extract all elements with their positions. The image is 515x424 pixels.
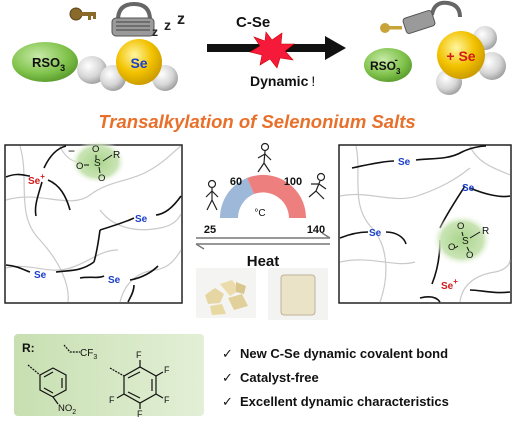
rso3-sphere-right <box>364 48 412 82</box>
zzz-3: z <box>177 11 185 28</box>
zzz-2: z <box>164 17 171 33</box>
svg-text:S: S <box>94 158 101 169</box>
rso3-sphere-left <box>12 42 78 82</box>
checklist-item: New C-Se dynamic covalent bond <box>240 346 448 361</box>
pressed-film-photo <box>268 268 328 320</box>
methyl-sphere <box>478 52 506 80</box>
svg-text:O: O <box>98 173 105 184</box>
se-atom-right: Se <box>462 183 475 194</box>
svg-text:R: R <box>113 150 120 161</box>
svg-text:O: O <box>92 144 99 155</box>
fluorine-label: F <box>136 350 142 360</box>
se-label-top: Se <box>130 55 147 71</box>
sulfonate-glow <box>432 214 492 266</box>
feature-checklist: ✓ New C-Se dynamic covalent bond ✓ Catal… <box>222 346 449 409</box>
zzz-1: z <box>152 25 158 39</box>
top-scheme: RSO3 Se z z z C-Se Dynamic! <box>12 0 506 95</box>
svg-text:O: O <box>448 242 455 253</box>
gauge-tick-60: 60 <box>230 176 242 188</box>
check-icon: ✓ <box>222 370 233 385</box>
gauge-tick-140: 140 <box>307 224 325 236</box>
hydrogen-sphere <box>77 56 107 84</box>
sulfonate-group-left: S O O O R − <box>68 144 120 184</box>
se-cation-right: Se+ <box>441 277 458 292</box>
svg-text:O: O <box>466 250 473 261</box>
key-icon-right <box>380 23 402 33</box>
right-network-panel: S O O O R Se Se Se Se+ <box>338 144 512 304</box>
svg-text:O: O <box>457 221 464 232</box>
se-atom-right: Se <box>369 228 382 239</box>
svg-text:−: − <box>68 144 75 158</box>
open-padlock-icon <box>402 0 462 34</box>
sulfonate-group-right: S O O O R <box>448 221 489 261</box>
se-atom-left: Se <box>34 270 47 281</box>
temperature-gauge: °C 25 60 100 140 Heat <box>195 142 331 270</box>
checklist-item: Catalyst-free <box>240 370 319 385</box>
svg-text:O: O <box>76 161 83 172</box>
equilibrium-arrows <box>195 232 331 250</box>
nitrophenyl-structure <box>27 364 67 405</box>
svg-text:R: R <box>482 226 489 237</box>
gauge-tick-100: 100 <box>284 176 302 188</box>
se-atom-right: Se <box>398 157 411 168</box>
gauge-hot-segment <box>247 174 307 218</box>
padlock-icon <box>111 1 155 37</box>
selenium-sphere-cation <box>437 31 485 79</box>
person-running-icon <box>308 172 327 200</box>
arrow-label-cse: C-Se <box>236 14 270 31</box>
person-standing-icon <box>205 179 219 211</box>
gauge-unit: °C <box>254 208 265 219</box>
fluorine-label: F <box>137 409 143 419</box>
fluorine-label: F <box>164 365 170 375</box>
flakes-sample-photo <box>196 268 256 318</box>
r-group-legend: R: CF3 NO2 F F F F F <box>14 334 204 419</box>
se-atom-left: Se <box>135 214 148 225</box>
explosion-icon <box>249 31 295 69</box>
person-walking-icon <box>257 142 272 173</box>
r-label: R: <box>22 341 35 355</box>
left-network-panel: S O O O R − Se+ Se Se Se <box>4 140 183 304</box>
se-atom-left: Se <box>108 275 121 286</box>
check-icon: ✓ <box>222 346 233 361</box>
se-cation-left: Se+ <box>28 172 45 187</box>
se-plus-label-top: + Se <box>446 48 475 64</box>
pentafluorophenyl-structure <box>109 360 164 409</box>
no2-label: NO2 <box>58 403 76 416</box>
checklist-item: Excellent dynamic characteristics <box>240 394 449 409</box>
rso3-label-left: RSO3 <box>32 55 65 73</box>
gauge-cool-segment <box>219 178 254 218</box>
dynamic-label: Dynamic! <box>250 73 315 89</box>
rso3-label-right: RSO3- <box>370 55 401 76</box>
fluorine-label: F <box>109 395 115 405</box>
cf3-label: CF3 <box>80 348 97 361</box>
figure-title: Transalkylation of Selenonium Salts <box>98 111 415 132</box>
selenium-sphere <box>116 39 162 85</box>
gauge-tick-25: 25 <box>204 224 216 236</box>
check-icon: ✓ <box>222 394 233 409</box>
fluorine-label: F <box>164 395 170 405</box>
key-icon <box>69 7 96 21</box>
svg-text:S: S <box>462 236 469 247</box>
heat-label: Heat <box>247 253 280 270</box>
sulfonate-glow <box>70 140 126 184</box>
